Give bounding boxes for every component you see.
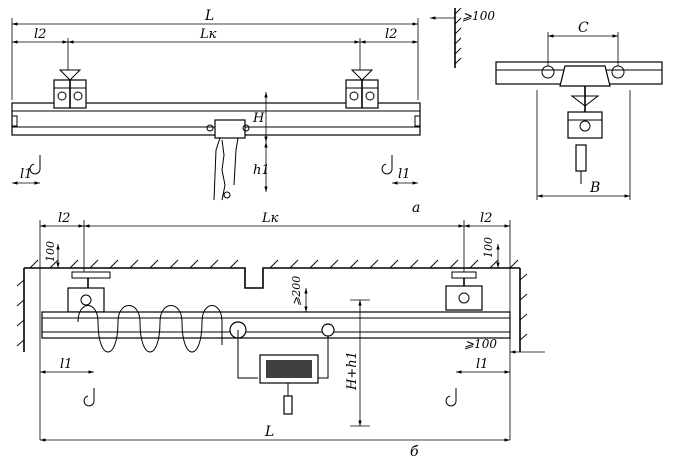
view-b-dim-L: L	[264, 424, 274, 440]
view-b-left-hook	[83, 388, 95, 407]
view-a-dim-l1-right: l1	[398, 167, 410, 182]
side-view-dim-C: C	[578, 20, 589, 36]
view-b-dim-l1-right: l1	[476, 357, 488, 372]
view-b-suspended-crane: l2 Lк l2 100 100 ⩾200 ⩾100 l1 l1 H+h1 L …	[16, 211, 545, 460]
side-view-dim-B: B	[589, 180, 600, 196]
view-a-dim-L: L	[204, 8, 214, 24]
view-b-right-hook	[445, 388, 457, 407]
view-b-ceiling	[24, 267, 520, 289]
view-b-caption: б	[410, 444, 419, 460]
view-b-dim-l1-left: l1	[60, 357, 72, 372]
view-b-dim-H-plus-h1: H+h1	[345, 351, 360, 391]
view-a-dim-l1-left: l1	[20, 167, 32, 182]
view-b-ceiling-hatch	[29, 259, 519, 269]
view-a-right-end-truck	[345, 69, 379, 109]
view-b-dim-clearance: ⩾100	[464, 337, 497, 351]
view-b-beam	[41, 311, 511, 339]
view-a-left-hook	[29, 155, 41, 175]
view-a-left-end-truck	[53, 69, 87, 109]
view-b-dim-l2-left: l2	[58, 211, 70, 226]
view-b-dim-Lk: Lк	[261, 211, 279, 226]
view-b-festoon-cable	[77, 305, 223, 353]
view-b-right-end-truck	[445, 271, 483, 311]
view-a-dim-clearance: ⩾100	[462, 9, 495, 23]
view-a-front-elevation: L l2 Lк l2 ⩾100 H h1 l1 l1 а	[11, 7, 495, 216]
view-a-dim-l2-left: l2	[34, 27, 46, 42]
view-a-wall-hatch	[454, 7, 462, 65]
view-a-dim-H: H	[252, 111, 265, 126]
view-a-dim-Lk: Lк	[199, 27, 217, 42]
side-view: C B	[495, 20, 663, 200]
view-b-dim-min200: ⩾200	[290, 276, 303, 306]
view-b-dim-100-left: 100	[44, 241, 57, 262]
view-a-caption: а	[412, 200, 420, 216]
view-b-dim-100-right: 100	[482, 237, 495, 258]
view-b-dim-l2-right: l2	[480, 211, 492, 226]
view-a-dim-l2-right: l2	[385, 27, 397, 42]
view-b-hoist	[229, 321, 335, 415]
view-a-right-hook	[381, 155, 393, 175]
view-a-dim-h1: h1	[253, 163, 270, 178]
view-a-hoist	[206, 119, 250, 201]
